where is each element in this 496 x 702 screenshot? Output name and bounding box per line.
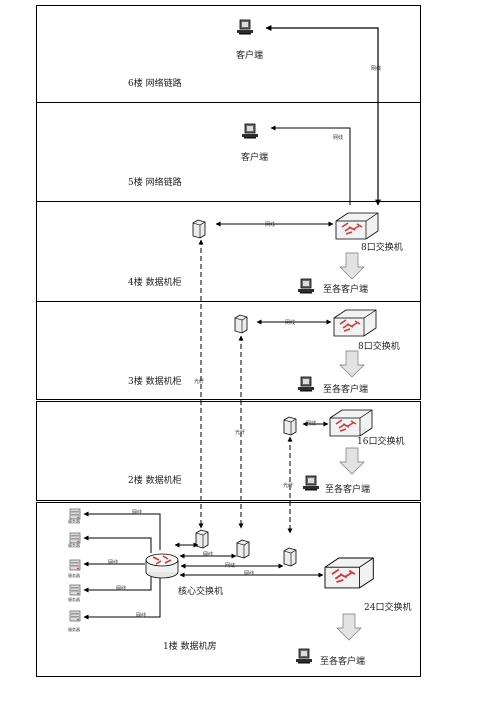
cable-label-lan: 网线 xyxy=(108,559,118,566)
switch-label: 24口交换机 xyxy=(364,601,411,613)
cable-label-lan: 网线 xyxy=(285,319,295,326)
client-pc-icon xyxy=(241,123,259,139)
floor-6-label: 6楼 网络链路 xyxy=(128,77,182,89)
server-label: 服务器 xyxy=(68,542,80,548)
cable-label-lan: 网线 xyxy=(225,562,235,569)
client-pc-icon xyxy=(302,475,320,491)
switch-24port-icon xyxy=(324,557,375,589)
lan-link xyxy=(83,535,152,553)
core-switch-icon xyxy=(145,553,179,579)
floor-2-label: 2楼 数据机柜 xyxy=(128,474,182,486)
switch-label: 8口交换机 xyxy=(361,241,403,253)
floor-1-frame xyxy=(36,502,421,677)
client-pc-icon xyxy=(295,648,313,664)
cable-label-lan: 网线 xyxy=(306,420,316,427)
lan-link xyxy=(83,511,161,550)
cable-label-lan: 网线 xyxy=(265,221,275,228)
cable-label-lan: 网线 xyxy=(136,612,146,619)
cable-label-lan: 网线 xyxy=(132,509,142,516)
optical-transceiver-icon xyxy=(192,219,206,239)
switch-label: 8口交换机 xyxy=(358,340,400,352)
cable-label-lan: 网线 xyxy=(116,585,126,592)
to-clients-label: 至各客户端 xyxy=(325,483,370,495)
client-pc-icon xyxy=(236,19,254,35)
server-label: 服务器 xyxy=(68,518,80,524)
floor-5-label: 5楼 网络链路 xyxy=(128,176,182,188)
core-switch-label: 核心交换机 xyxy=(178,585,223,597)
switch-8port-icon xyxy=(335,212,379,240)
to-clients-label: 至各客户端 xyxy=(320,655,365,667)
floor-3-frame xyxy=(36,301,421,400)
switch-16port-icon xyxy=(329,409,373,437)
cable-label-lan: 网线 xyxy=(244,570,254,577)
server-label: 服务器 xyxy=(68,572,80,578)
to-clients-label: 至各客户端 xyxy=(323,283,368,295)
cable-label-fiber: 光纤 xyxy=(283,482,293,489)
switch-label: 16口交换机 xyxy=(357,435,404,447)
down-arrow-icon xyxy=(339,252,365,280)
cable-label-lan: 网线 xyxy=(371,65,381,72)
cable-label-lan: 网线 xyxy=(333,134,343,141)
floor-1-label: 1楼 数据机房 xyxy=(163,640,217,652)
floor-6-frame xyxy=(36,5,421,103)
server-label: 服务器 xyxy=(68,626,80,632)
client-label: 客户端 xyxy=(236,49,263,61)
optical-transceiver-icon xyxy=(234,314,248,334)
lan-link xyxy=(83,578,161,620)
down-arrow-icon xyxy=(339,447,365,475)
server-group: 服务器 服务器 服务器 服务器 服务器 xyxy=(68,508,81,632)
lan-link-floor6 xyxy=(265,25,381,206)
switch-8port-icon xyxy=(333,309,377,337)
client-pc-icon xyxy=(297,278,315,294)
optical-transceiver-icon xyxy=(236,539,250,559)
server-icon xyxy=(69,532,81,544)
server-icon xyxy=(69,610,81,622)
server-icon xyxy=(69,559,81,571)
down-arrow-icon xyxy=(336,613,362,641)
client-pc-icon xyxy=(297,376,315,392)
optical-transceiver-icon xyxy=(283,547,297,567)
floor-4-label: 4楼 数据机柜 xyxy=(128,276,182,288)
client-label: 客户端 xyxy=(241,151,268,163)
cable-label-fiber: 光纤 xyxy=(194,378,204,385)
server-icon xyxy=(69,584,81,596)
optical-transceiver-icon xyxy=(283,416,297,436)
cable-label-fiber: 光纤 xyxy=(235,429,245,436)
floor-2-frame xyxy=(36,401,421,501)
server-label: 服务器 xyxy=(68,596,80,602)
lan-link xyxy=(83,577,152,593)
floor-5-frame xyxy=(36,102,421,202)
to-clients-label: 至各客户端 xyxy=(323,383,368,395)
lan-link-floor5 xyxy=(270,125,351,205)
floor-3-label: 3楼 数据机柜 xyxy=(128,375,182,387)
server-icon xyxy=(69,508,81,520)
cable-label-lan: 网线 xyxy=(203,551,213,558)
floor-frames xyxy=(36,5,421,677)
down-arrow-icon xyxy=(339,350,365,378)
